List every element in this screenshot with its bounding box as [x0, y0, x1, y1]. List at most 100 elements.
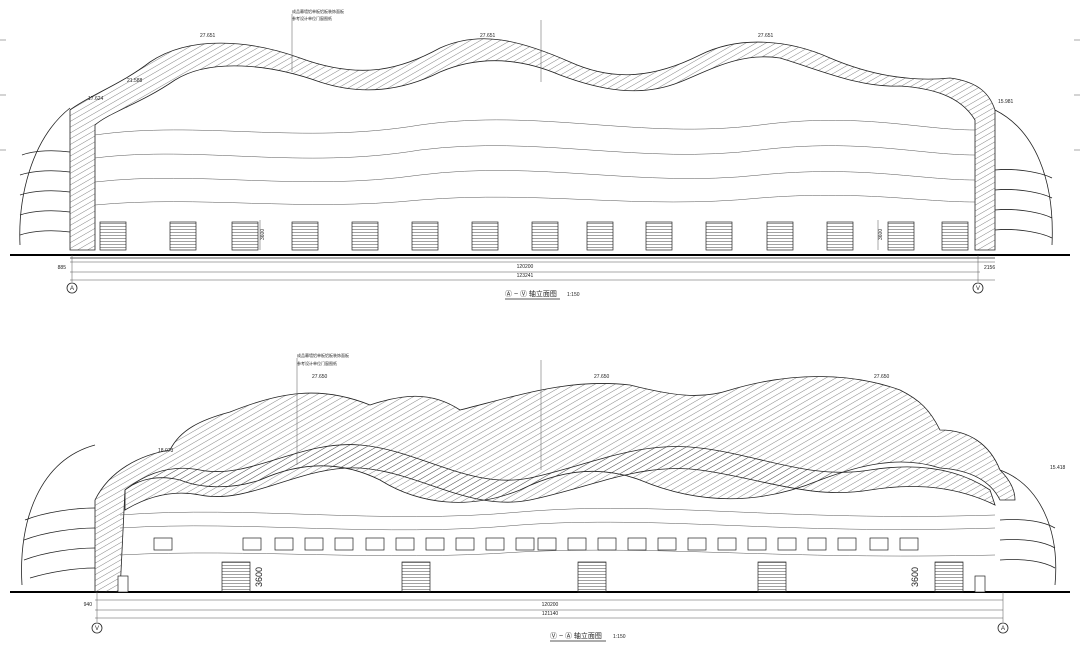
elevation-label: 27.651	[480, 33, 496, 39]
window	[537, 537, 557, 551]
dim-overall: 120200	[542, 602, 559, 608]
door	[705, 221, 733, 251]
door	[99, 221, 127, 251]
window	[334, 537, 354, 551]
window	[657, 537, 677, 551]
elevation-markers: 27.651 27.651 27.651 21.588 17.624 15.98…	[88, 33, 1014, 105]
elevation-label: 18.073	[158, 448, 174, 454]
note-label: 成品幕墙铝单板铝板装饰面板	[292, 8, 344, 14]
window	[365, 537, 385, 551]
window	[274, 537, 294, 551]
dim-overall: 120200	[517, 264, 534, 270]
door	[577, 561, 607, 593]
window	[567, 537, 587, 551]
door	[169, 221, 197, 251]
elevation-title: Ⓥ ~ Ⓐ 轴立面图	[550, 631, 602, 640]
door-height-label: 3600	[878, 229, 884, 240]
door-height-label: 3600	[260, 229, 266, 240]
door	[291, 221, 319, 251]
elevation-label: 15.981	[998, 99, 1014, 105]
bottom-elevation: 3600 3600 27.650 27.650 27.650 18.073 15…	[10, 352, 1070, 642]
bottom-dimensions: 120200 121140 940	[84, 592, 1004, 622]
axis-label: A	[70, 286, 74, 292]
elevation-scale: 1:150	[613, 634, 626, 640]
top-elevation: 3600 3600 27.651 27.651 27.651 21.588 17…	[10, 8, 1070, 300]
dim-left-offset: 885	[58, 265, 67, 271]
door	[934, 561, 964, 593]
window	[597, 537, 617, 551]
window	[242, 537, 262, 551]
roof-wave-band	[69, 38, 996, 251]
door	[531, 221, 559, 251]
dim-total: 123241	[517, 273, 534, 279]
door	[757, 561, 787, 593]
side-door	[974, 575, 986, 593]
door-height-label: 3600	[910, 567, 920, 587]
axis-bubble-a	[66, 282, 78, 294]
axis-bubble-v	[972, 282, 984, 294]
window	[807, 537, 827, 551]
elevation-label: 17.624	[88, 96, 104, 102]
window	[153, 537, 173, 551]
door	[231, 221, 259, 251]
window	[869, 537, 889, 551]
right-fins	[994, 109, 1053, 246]
window	[485, 537, 505, 551]
door	[471, 221, 499, 251]
door-height-label: 3600	[254, 567, 264, 587]
facade-wave-lines	[94, 119, 976, 206]
door	[586, 221, 614, 251]
window	[627, 537, 647, 551]
elevation-label: 27.650	[874, 374, 890, 380]
door	[351, 221, 379, 251]
door	[887, 221, 915, 251]
axis-label: A	[1001, 626, 1005, 632]
axis-bubble-a	[997, 622, 1009, 634]
elevation-label: 27.650	[312, 374, 328, 380]
door	[221, 561, 251, 593]
elevation-label: 21.588	[127, 78, 143, 84]
facade-wave-lines	[119, 508, 996, 557]
dim-total: 121140	[542, 611, 559, 617]
door	[411, 221, 439, 251]
left-fins	[19, 107, 71, 246]
side-door	[117, 575, 129, 593]
window	[425, 537, 445, 551]
elevation-title: Ⓐ ~ Ⓥ 轴立面图	[505, 289, 557, 298]
window	[395, 537, 415, 551]
window	[687, 537, 707, 551]
elevation-label: 27.651	[200, 33, 216, 39]
axis-label: V	[95, 626, 99, 632]
window	[455, 537, 475, 551]
top-doors	[99, 221, 969, 251]
window	[777, 537, 797, 551]
elevation-label: 27.651	[758, 33, 774, 39]
note-label: 参考设计单位门窗图纸	[297, 360, 337, 366]
door	[826, 221, 854, 251]
window	[717, 537, 737, 551]
window	[515, 537, 535, 551]
left-fins	[21, 444, 96, 586]
elevation-label: 15.418	[1050, 465, 1066, 471]
top-dimensions: 120200 123241 885 2156	[58, 255, 995, 282]
door	[645, 221, 673, 251]
window	[837, 537, 857, 551]
roof-wave-ribbon	[124, 444, 996, 511]
right-fins	[999, 469, 1057, 586]
bottom-doors	[117, 561, 986, 593]
elevation-scale: 1:150	[567, 292, 580, 298]
note-label: 参考设计单位门窗图纸	[292, 15, 332, 21]
dim-right-offset: 2156	[984, 265, 995, 271]
axis-bubble-v	[91, 622, 103, 634]
window	[304, 537, 324, 551]
window-row	[153, 537, 919, 551]
dim-left-offset: 940	[84, 602, 93, 608]
elevation-label: 27.650	[594, 374, 610, 380]
window	[747, 537, 767, 551]
door	[766, 221, 794, 251]
elevation-markers: 27.650 27.650 27.650 18.073 15.418	[158, 374, 1066, 471]
door	[401, 561, 431, 593]
window	[899, 537, 919, 551]
door	[941, 221, 969, 251]
